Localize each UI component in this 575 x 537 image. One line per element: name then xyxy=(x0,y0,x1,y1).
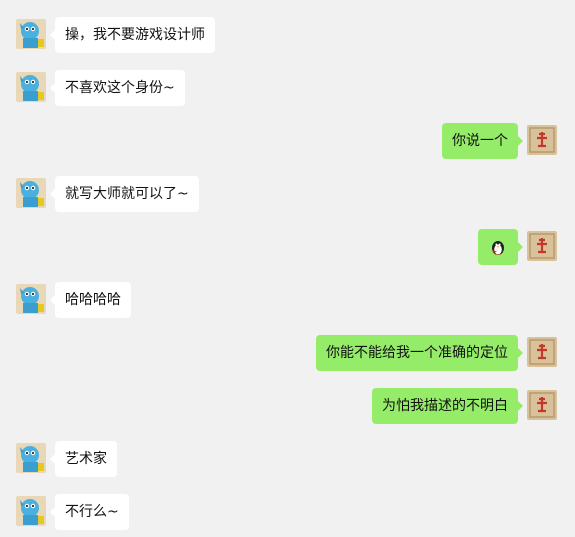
message-row: 艺术家 xyxy=(0,441,575,477)
self-avatar[interactable] xyxy=(527,390,557,420)
red-stamp-seal-icon xyxy=(527,390,557,420)
red-stamp-seal-icon xyxy=(527,231,557,261)
blue-cartoon-cat-icon xyxy=(16,496,46,526)
message-row: 操，我不要游戏设计师 xyxy=(0,17,575,53)
message-bubble[interactable]: 艺术家 xyxy=(50,441,117,477)
message-bubble[interactable]: 为怕我描述的不明白 xyxy=(372,388,523,424)
message-row: 不喜欢这个身份~ xyxy=(0,70,575,106)
red-stamp-seal-icon xyxy=(527,125,557,155)
blue-cartoon-cat-icon xyxy=(16,178,46,208)
message-row: 不行么~ xyxy=(0,494,575,530)
message-bubble[interactable]: 操，我不要游戏设计师 xyxy=(50,17,215,53)
message-row: 你说一个 xyxy=(0,123,575,159)
contact-avatar[interactable] xyxy=(16,284,46,314)
self-avatar[interactable] xyxy=(527,337,557,367)
message-bubble[interactable]: 你说一个 xyxy=(442,123,523,159)
message-bubble[interactable]: 哈哈哈哈 xyxy=(50,282,131,318)
blue-cartoon-cat-icon xyxy=(16,284,46,314)
message-bubble[interactable] xyxy=(478,229,523,265)
message-bubble[interactable]: 不行么~ xyxy=(50,494,129,530)
contact-avatar[interactable] xyxy=(16,443,46,473)
message-row: 哈哈哈哈 xyxy=(0,282,575,318)
contact-avatar[interactable] xyxy=(16,19,46,49)
self-avatar[interactable] xyxy=(527,231,557,261)
blue-cartoon-cat-icon xyxy=(16,19,46,49)
blue-cartoon-cat-icon xyxy=(16,443,46,473)
penguin-emoji-icon xyxy=(492,241,504,256)
message-bubble[interactable]: 不喜欢这个身份~ xyxy=(50,70,185,106)
blue-cartoon-cat-icon xyxy=(16,72,46,102)
message-row xyxy=(0,229,575,265)
self-avatar[interactable] xyxy=(527,125,557,155)
contact-avatar[interactable] xyxy=(16,178,46,208)
red-stamp-seal-icon xyxy=(527,337,557,367)
message-bubble[interactable]: 就写大师就可以了~ xyxy=(50,176,199,212)
message-bubble[interactable]: 你能不能给我一个准确的定位 xyxy=(316,335,523,371)
message-row: 你能不能给我一个准确的定位 xyxy=(0,335,575,371)
message-row: 就写大师就可以了~ xyxy=(0,176,575,212)
contact-avatar[interactable] xyxy=(16,496,46,526)
message-row: 为怕我描述的不明白 xyxy=(0,388,575,424)
contact-avatar[interactable] xyxy=(16,72,46,102)
